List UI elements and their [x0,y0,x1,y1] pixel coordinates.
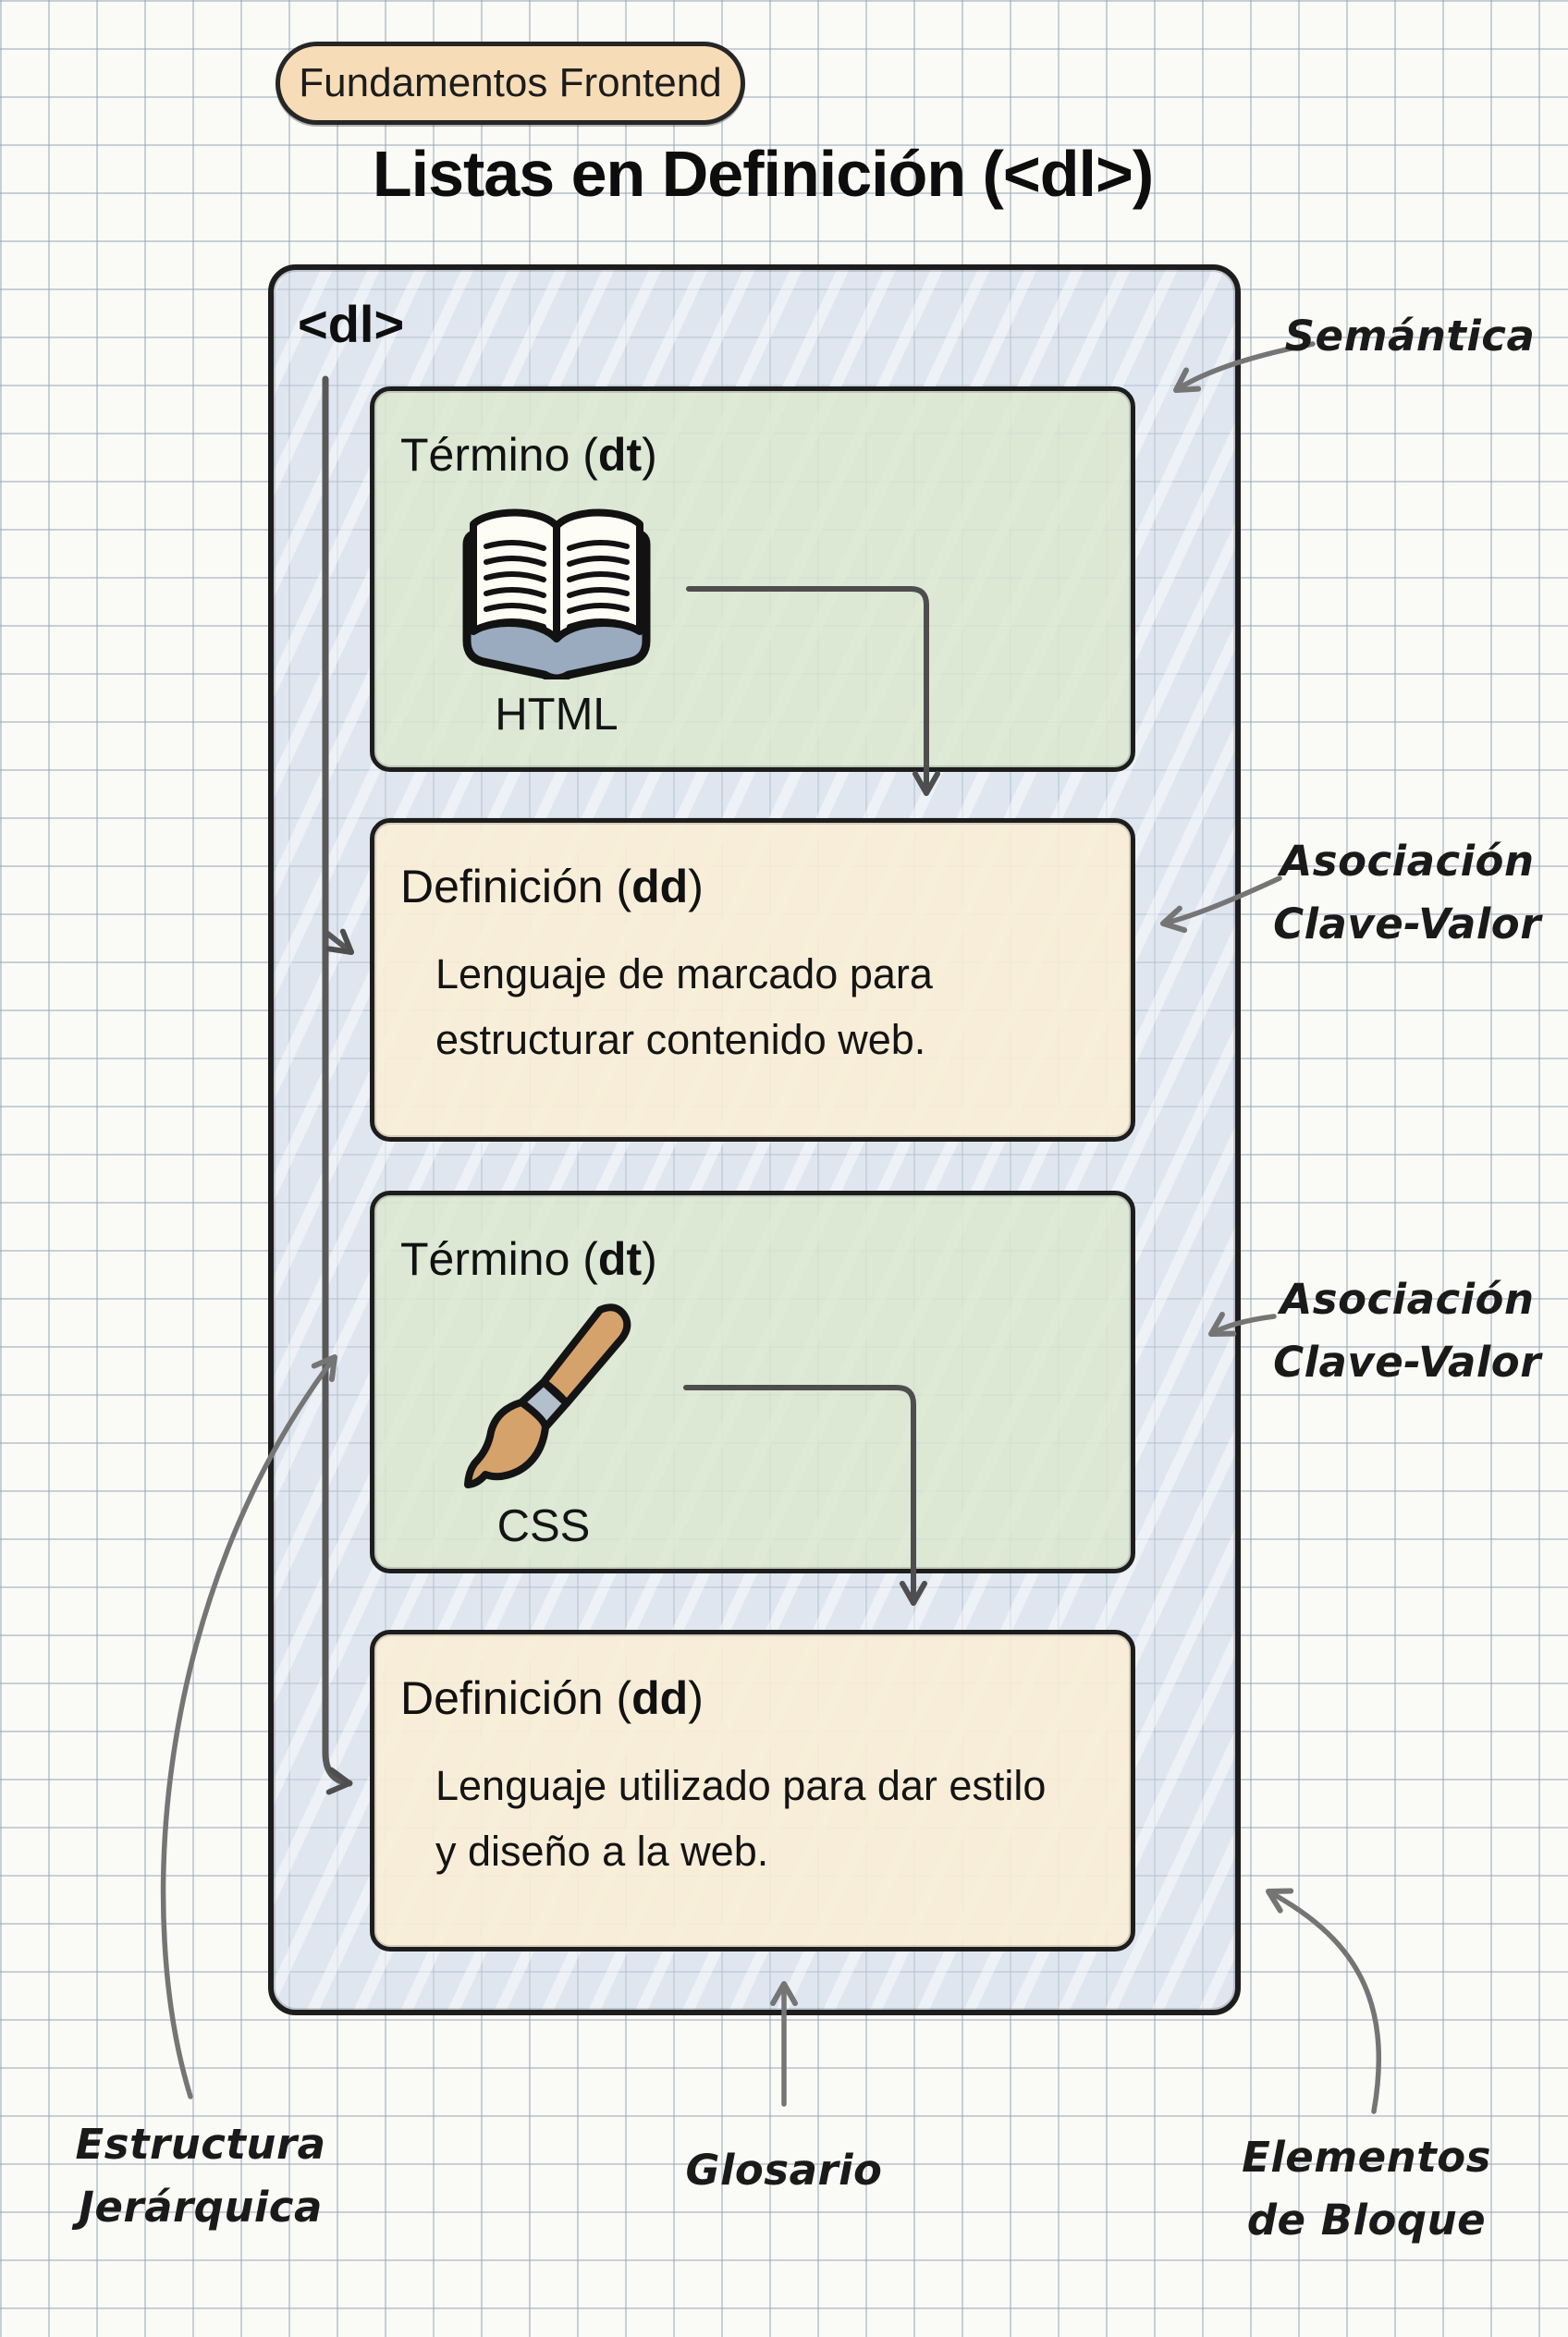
term-card-title: Término (dt) [400,1232,657,1286]
definition-title-prefix: Definición ( [400,1672,632,1724]
annotation-asociacion-1: Asociación Clave-Valor [1268,830,1546,955]
definition-card-css: Definición (dd) Lenguaje utilizado para … [370,1630,1135,1952]
definition-title-tag: dd [631,1672,689,1724]
page-title: Listas en Definición (<dl>) [372,138,1154,210]
definition-title-tag: dd [631,861,689,912]
annotation-line: Asociación [1280,837,1535,886]
definition-text-line: Lenguaje de marcado para [435,950,933,997]
annotation-semantica: Semántica [1280,305,1539,368]
term-name-label: CSS [496,1501,591,1551]
annotation-asociacion-2: Asociación Clave-Valor [1268,1268,1546,1393]
definition-card-title: Definición (dd) [400,860,704,913]
definition-text-line: Lenguaje utilizado para dar estilo [435,1762,1047,1809]
definition-title-suffix: ) [688,861,704,912]
elementos-arrow [1266,1888,1382,2114]
course-badge: Fundamentos Frontend [276,42,745,125]
term-title-prefix: Término ( [400,1233,598,1285]
course-badge-label: Fundamentos Frontend [299,60,722,105]
open-book-icon [441,495,672,684]
paintbrush-icon [452,1299,637,1498]
term-card-title: Término (dt) [400,428,657,482]
definition-card-title: Definición (dd) [400,1671,704,1725]
term-name-label: HTML [495,690,619,740]
annotation-line: Clave-Valor [1273,1337,1541,1387]
term-title-tag: dt [597,1233,643,1285]
annotation-elementos-de-bloque: Elementos de Bloque [1228,2126,1505,2251]
term-title-suffix: ) [642,1233,657,1285]
term-card-css: Término (dt) CSS [370,1191,1135,1573]
annotation-line: Clave-Valor [1273,899,1541,948]
definition-text: Lenguaje utilizado para dar estilo y dis… [435,1753,1046,1884]
annotation-glosario: Glosario [673,2139,895,2202]
annotation-line: Semántica [1284,312,1536,361]
annotation-line: Glosario [685,2146,883,2195]
definition-card-html: Definición (dd) Lenguaje de marcado para… [370,818,1135,1142]
term-card-html: Término (dt) [370,386,1135,772]
definition-text: Lenguaje de marcado para estructurar con… [435,941,933,1072]
annotation-line: Elementos [1242,2133,1491,2182]
annotation-estructura-jerarquica: Estructura Jerárquica [57,2113,344,2238]
annotation-line: Asociación [1280,1275,1535,1324]
definition-title-prefix: Definición ( [400,861,632,912]
definition-text-line: estructurar contenido web. [435,1016,926,1064]
definition-text-line: y diseño a la web. [435,1828,769,1876]
annotation-line: Jerárquica [79,2182,323,2232]
dl-tag-label: <dl> [298,295,405,353]
term-title-tag: dt [597,429,643,481]
term-title-prefix: Término ( [400,429,598,481]
annotation-line: Estructura [75,2120,326,2169]
definition-title-suffix: ) [688,1672,704,1724]
term-title-suffix: ) [642,429,657,481]
annotation-line: de Bloque [1246,2195,1487,2245]
